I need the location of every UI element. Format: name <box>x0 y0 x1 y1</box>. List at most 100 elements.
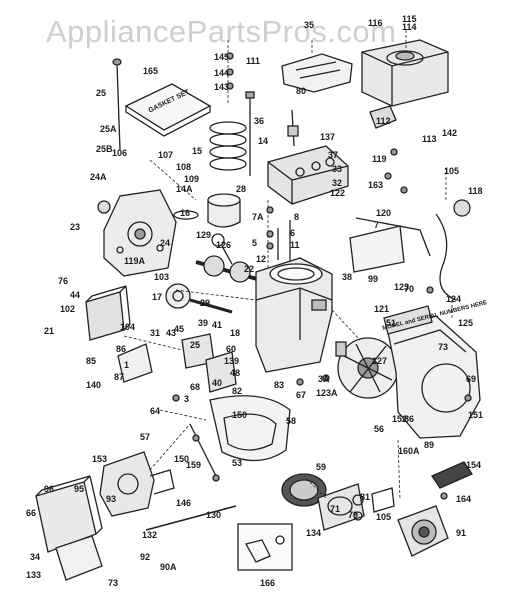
connecting-rod <box>211 233 233 265</box>
part-number-label: 103 <box>154 272 170 282</box>
part-number-label: 43 <box>166 328 177 338</box>
oil-fill-tube <box>355 217 431 257</box>
fuel-line <box>435 213 457 301</box>
recoil-starter <box>397 505 449 557</box>
part-number-label: 11 <box>290 240 300 250</box>
part-number-label: 133 <box>26 570 42 580</box>
starter-pawls <box>371 487 395 513</box>
piston <box>173 193 241 228</box>
oil-seal <box>97 200 111 214</box>
crankcase-cover <box>103 189 177 277</box>
part-number-label: 68 <box>190 382 201 392</box>
part-number-label: 53 <box>232 458 243 468</box>
part-number-label: 58 <box>286 416 297 426</box>
part-number-label: 28 <box>236 184 247 194</box>
part-number-label: 48 <box>230 368 241 378</box>
part-number-label: 130 <box>206 510 222 520</box>
part-number-label: 15 <box>192 146 203 156</box>
governor-link <box>117 343 153 383</box>
part-number-label: 45 <box>174 324 185 334</box>
part-number-label: 8 <box>294 212 300 222</box>
throttle-link <box>145 505 237 531</box>
part-number-label: 24 <box>160 238 171 248</box>
part-number-label: 134 <box>306 528 322 538</box>
part-number-label: 35 <box>304 20 315 30</box>
part-number-label: 70 <box>404 284 415 294</box>
watermark: AppliancePartsPros.com <box>46 14 397 49</box>
part-number-label: 145 <box>214 52 230 62</box>
part-number-label: 64 <box>150 406 161 416</box>
fuel-tank <box>35 475 103 581</box>
flywheel-key <box>335 341 347 357</box>
part-number-label: 118 <box>468 186 483 196</box>
part-number-label: 76 <box>58 276 69 286</box>
part-number-label: 109 <box>184 174 200 184</box>
spark-plug <box>287 109 299 147</box>
air-cleaner-housing <box>361 39 449 107</box>
gasket-set-book <box>124 83 212 137</box>
screw-washers <box>352 494 364 521</box>
governor-rod <box>189 423 217 477</box>
part-number-label: 105 <box>444 166 460 176</box>
part-number-label: 144 <box>214 68 230 78</box>
part-number-label: 56 <box>374 424 385 434</box>
part-number-label: 33 <box>332 164 343 174</box>
part-number-label: 71 <box>330 504 341 514</box>
part-number-label: 17 <box>152 292 163 302</box>
dipstick <box>112 58 122 151</box>
part-number-label: 89 <box>424 440 435 450</box>
fuel-shutoff <box>453 199 471 217</box>
part-number-label: 108 <box>176 162 192 172</box>
part-number-label: 124 <box>446 294 462 304</box>
part-number-label: 85 <box>86 356 97 366</box>
part-number-label: 140 <box>86 380 102 390</box>
part-number-label: 96 <box>44 484 55 494</box>
part-number-label: 41 <box>212 320 223 330</box>
piston-rings <box>209 121 247 171</box>
part-number-label: 37 <box>328 150 339 160</box>
part-number-label: 139 <box>224 356 240 366</box>
part-number-label: 163 <box>368 180 384 190</box>
blower-housing <box>387 315 481 439</box>
part-number-label: 32 <box>332 178 343 188</box>
model-serial-plate <box>383 305 433 335</box>
part-number-label: 80 <box>296 86 307 96</box>
part-number-label: 154 <box>466 460 482 470</box>
part-number-label: 121 <box>374 304 390 314</box>
part-number-label: 146 <box>176 498 192 508</box>
carburetor <box>99 451 175 517</box>
part-number-label: 123 <box>394 282 410 292</box>
part-number-label: 166 <box>260 578 276 588</box>
part-number-label: 82 <box>232 386 243 396</box>
part-number-label: 125 <box>458 318 474 328</box>
part-number-label: 104 <box>120 322 136 332</box>
carburetor-top-plate <box>369 105 397 129</box>
part-number-label: 34 <box>30 552 41 562</box>
part-number-label: 150 <box>232 410 248 420</box>
part-number-label: 119 <box>372 154 387 164</box>
part-number-label: 14A <box>176 184 193 194</box>
part-number-label: 93 <box>106 494 117 504</box>
part-number-label: 164 <box>456 494 472 504</box>
part-number-label: 91 <box>456 528 467 538</box>
part-number-label: 16 <box>180 208 191 218</box>
part-number-label: 151 <box>468 410 484 420</box>
part-number-label: 39 <box>198 318 209 328</box>
part-number-label: 12 <box>256 254 267 264</box>
part-number-label: 22 <box>244 264 255 274</box>
part-number-label: 160A <box>398 446 420 456</box>
part-number-label: 25B <box>96 144 113 154</box>
valve-parts <box>245 91 291 262</box>
part-number-label: 6 <box>290 228 296 238</box>
part-number-label: 29 <box>200 298 211 308</box>
oil-sump <box>209 395 291 462</box>
part-number-label: 67 <box>296 390 307 400</box>
part-number-label: 143 <box>214 82 230 92</box>
starter-handle <box>431 461 473 489</box>
starter-cup <box>317 483 365 531</box>
part-number-label: 111 <box>246 56 261 66</box>
part-number-label: 112 <box>376 116 391 126</box>
part-number-label: 86 <box>404 414 415 424</box>
part-number-label: 3A <box>318 374 330 384</box>
